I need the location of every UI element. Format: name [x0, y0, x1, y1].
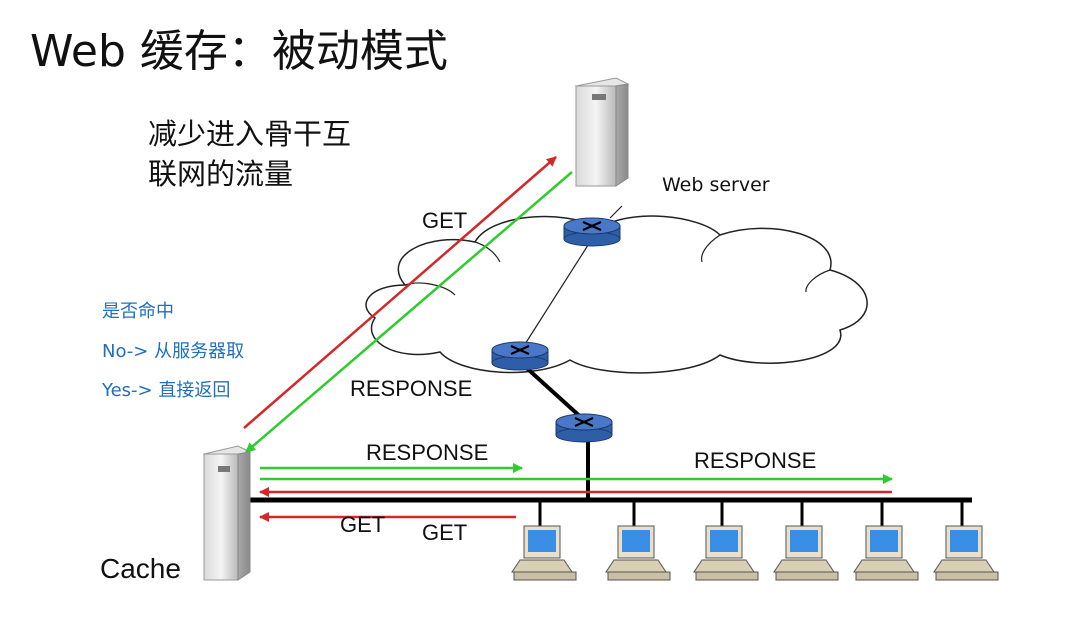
- link-router-top-mid: [519, 241, 591, 353]
- server-tower-icon: [202, 445, 252, 581]
- desktop-computer-icon: [511, 500, 577, 581]
- router-icon: [555, 413, 613, 443]
- response-label-left: RESPONSE: [366, 440, 488, 465]
- get-label-top: GET: [422, 208, 467, 233]
- desktop-computer-icon: [773, 500, 839, 581]
- desktop-computer-icon: [605, 500, 671, 581]
- benefit-line-1: 减少进入骨干互: [148, 117, 351, 151]
- desktop-computer-icon: [853, 500, 919, 581]
- web-server-label: Web server: [662, 174, 770, 196]
- link-router-mid-edge: [518, 360, 586, 422]
- note-no: No-> 从服务器取: [102, 341, 244, 362]
- cloud-icon: [365, 215, 868, 374]
- cache-label: Cache: [100, 553, 181, 584]
- get-arrow-to-server: [243, 156, 557, 429]
- note-yes: Yes-> 直接返回: [101, 380, 230, 401]
- response-arrow-to-cache: [245, 171, 573, 453]
- server-tower-icon: [574, 77, 630, 187]
- note-hit-check: 是否命中: [102, 301, 174, 322]
- get-label-bottom-right: GET: [422, 520, 467, 545]
- benefit-line-2: 联网的流量: [148, 157, 293, 191]
- desktop-computer-icon: [933, 500, 999, 581]
- response-label-cloud: RESPONSE: [350, 376, 472, 401]
- page-title: Web 缓存：被动模式: [30, 26, 448, 77]
- link-router-server: [609, 205, 623, 219]
- router-icon: [491, 341, 549, 371]
- desktop-computer-icon: [693, 500, 759, 581]
- get-label-bottom-left: GET: [340, 512, 385, 537]
- response-label-right: RESPONSE: [694, 448, 816, 473]
- client-computers: [511, 500, 999, 581]
- router-icon: [563, 217, 621, 247]
